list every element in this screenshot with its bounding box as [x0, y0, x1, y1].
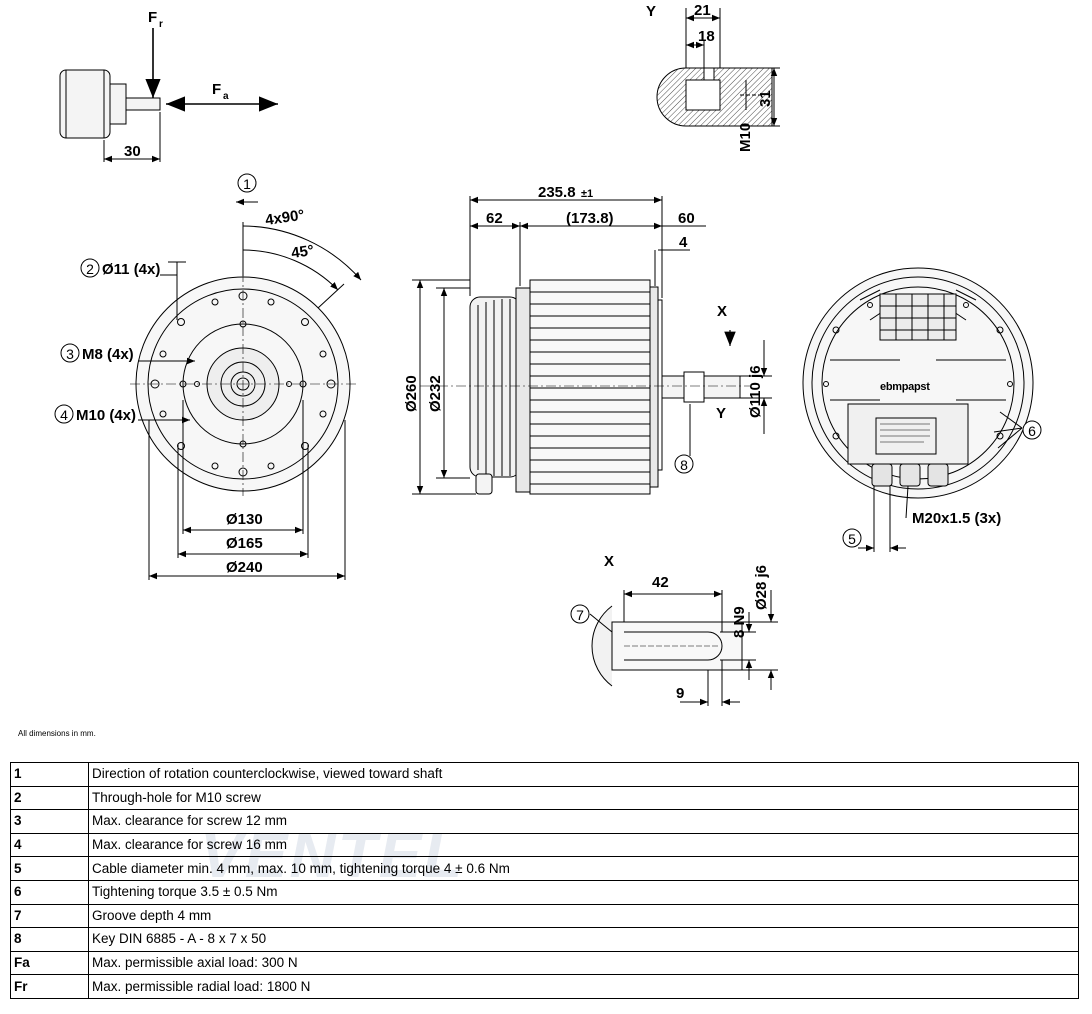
dim-d240: Ø240: [226, 559, 263, 576]
callout-6: 6: [1022, 420, 1042, 440]
dim-length-total: 235.8: [538, 184, 576, 201]
dim-x-42: 42: [652, 574, 669, 591]
side-view: [412, 196, 772, 495]
brand-logo-text: ebmpapst: [880, 381, 930, 393]
dim-length-173: (173.8): [566, 210, 614, 227]
callout-1: 1: [237, 173, 257, 193]
dim-length-4: 4: [679, 234, 688, 251]
legend-text: Max. clearance for screw 16 mm: [88, 832, 1079, 858]
fa-subscript: a: [223, 91, 229, 102]
legend-text: Tightening torque 3.5 ± 0.5 Nm: [88, 879, 1079, 905]
legend-text: Groove depth 4 mm: [88, 903, 1079, 929]
dim-hole-d11: Ø11 (4x): [102, 261, 160, 278]
legend-text: Max. permissible radial load: 1800 N: [88, 974, 1079, 999]
svg-text:4: 4: [60, 407, 68, 423]
dim-angle-4x90: 4x90°: [264, 207, 305, 229]
callout-8: 8: [674, 454, 694, 474]
svg-text:3: 3: [66, 346, 74, 362]
legend-key: 7: [10, 903, 89, 929]
svg-text:5: 5: [848, 531, 856, 547]
dim-angle-45: 45°: [290, 242, 315, 262]
dim-y-m10: M10: [737, 123, 754, 152]
detail-x: [589, 590, 778, 706]
view-x-title: X: [604, 553, 614, 570]
dim-thread-m8: M8 (4x): [82, 346, 134, 363]
svg-text:2: 2: [86, 261, 94, 277]
dim-length-tolerance: ±1: [581, 188, 593, 200]
legend-key: 1: [10, 762, 89, 787]
legend-key: 3: [10, 809, 89, 834]
fa-label: F: [212, 81, 221, 98]
callout-4: 4: [54, 404, 74, 424]
dim-x-d28: Ø28 j6: [753, 565, 770, 610]
units-note: All dimensions in mm.: [18, 729, 96, 738]
dim-x-8n9: 8 N9: [731, 606, 748, 638]
legend-key: 5: [10, 856, 89, 881]
legend-key: 2: [10, 785, 89, 811]
legend-text: Direction of rotation counterclockwise, …: [88, 762, 1079, 787]
detail-y: [656, 8, 780, 127]
legend-text: Cable diameter min. 4 mm, max. 10 mm, ti…: [88, 856, 1079, 881]
dim-y-21: 21: [694, 2, 711, 19]
dim-d232: Ø232: [427, 375, 444, 412]
legend-text: Max. permissible axial load: 300 N: [88, 950, 1079, 976]
legend-text: Through-hole for M10 screw: [88, 785, 1079, 811]
view-x-marker: X: [717, 303, 727, 320]
callout-7: 7: [570, 604, 590, 624]
fr-label: F: [148, 9, 157, 26]
legend-key: 4: [10, 832, 89, 858]
dim-d165: Ø165: [226, 535, 263, 552]
front-view: [130, 198, 362, 580]
legend-key: 6: [10, 879, 89, 905]
callout-2: 2: [80, 258, 100, 278]
dim-y-18: 18: [698, 28, 715, 45]
legend-text: Key DIN 6885 - A - 8 x 7 x 50: [88, 927, 1079, 952]
dim-y-31: 31: [757, 90, 774, 107]
dim-shaft-length: 30: [124, 143, 141, 160]
dim-d260: Ø260: [403, 375, 420, 412]
rear-view: [802, 267, 1034, 552]
dim-length-60: 60: [678, 210, 695, 227]
dim-length-62: 62: [486, 210, 503, 227]
callout-3: 3: [60, 343, 80, 363]
view-y-title: Y: [646, 3, 656, 20]
dim-d130: Ø130: [226, 511, 263, 528]
load-sketch: [59, 28, 278, 163]
svg-text:6: 6: [1028, 423, 1036, 439]
callout-5: 5: [842, 528, 862, 548]
svg-text:1: 1: [243, 176, 251, 192]
fr-subscript: r: [159, 19, 163, 30]
dim-thread-m10: M10 (4x): [76, 407, 136, 424]
legend-key: Fr: [10, 974, 89, 999]
legend-text: Max. clearance for screw 12 mm: [88, 809, 1079, 834]
legend-key: 8: [10, 927, 89, 952]
technical-drawing: F r F a 30 Y 21 18 31 M10: [54, 2, 1042, 706]
svg-text:7: 7: [576, 607, 584, 623]
dim-x-9: 9: [676, 685, 684, 702]
legend-key: Fa: [10, 950, 89, 976]
view-y-marker: Y: [716, 405, 726, 422]
dim-d110: Ø110 j6: [747, 365, 764, 418]
dim-gland-m20: M20x1.5 (3x): [912, 510, 1001, 527]
svg-text:8: 8: [680, 457, 688, 473]
